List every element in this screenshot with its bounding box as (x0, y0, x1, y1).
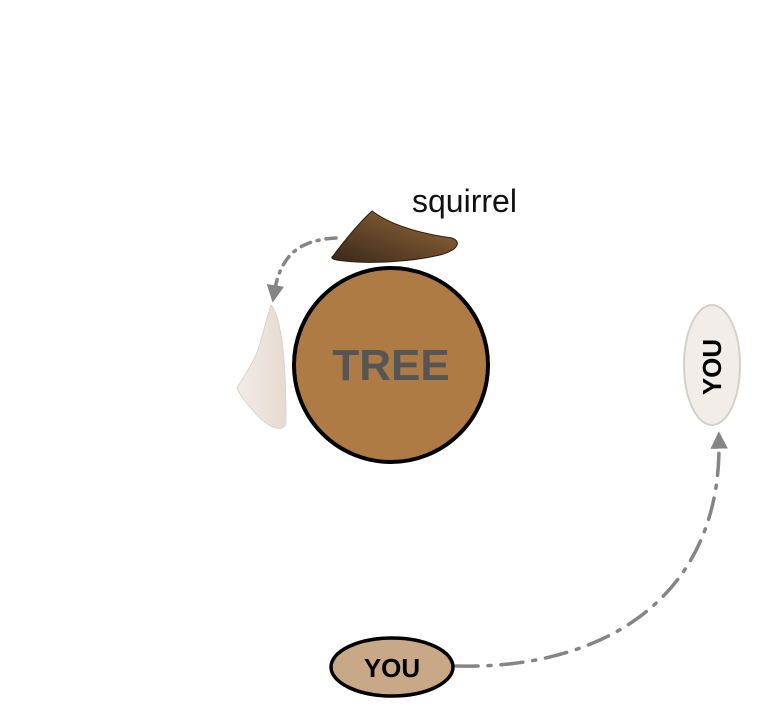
you-end-ellipse (683, 304, 741, 426)
you-end-label: YOU (697, 339, 727, 395)
squirrel-move-arrow (266, 236, 338, 303)
squirrel-ghost-shape (236, 304, 287, 429)
tree-circle (292, 266, 490, 464)
you-start-label: YOU (364, 653, 420, 683)
tree-label: TREE (332, 341, 449, 390)
you-move-arrow (454, 431, 728, 668)
squirrel-shape (331, 210, 458, 263)
squirrel-label: squirrel (412, 183, 517, 219)
you-start-ellipse (329, 636, 455, 698)
